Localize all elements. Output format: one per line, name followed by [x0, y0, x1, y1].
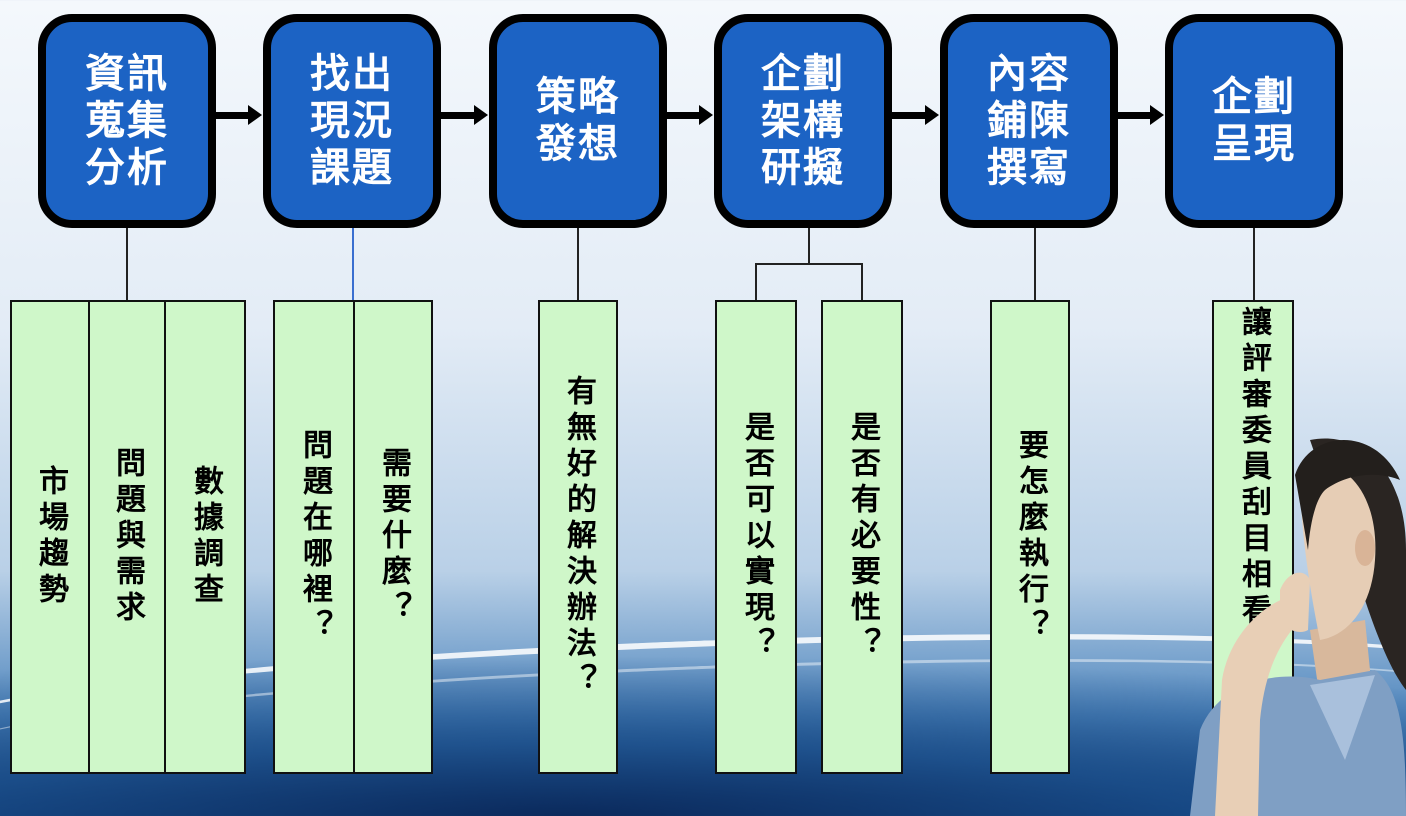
stage-label: 找出現況課題: [310, 50, 394, 191]
connector-line: [755, 263, 757, 300]
stage-content-writing: 內容鋪陳撰寫: [940, 14, 1118, 228]
note-text: 問題與需求: [110, 447, 145, 627]
note-what-needed: 需要什麼？: [353, 300, 433, 774]
note-text: 數據調查: [188, 465, 223, 609]
connector-line: [1034, 228, 1036, 300]
note-where-problem: 問題在哪裡？: [273, 300, 355, 774]
stage-info-collection: 資訊蒐集分析: [38, 14, 216, 228]
note-text: 有無好的解決辦法？: [561, 375, 596, 699]
connector-line: [1253, 228, 1255, 300]
connector-line: [861, 263, 863, 300]
connector-line: [577, 228, 579, 300]
note-good-solution: 有無好的解決辦法？: [538, 300, 618, 774]
stage-label: 內容鋪陳撰寫: [987, 50, 1071, 191]
flow-arrow: [892, 105, 939, 125]
stage-strategy-ideation: 策略發想: [489, 14, 667, 228]
stage-label: 企劃架構研擬: [761, 50, 845, 191]
note-text: 要怎麼執行？: [1013, 429, 1048, 645]
flow-arrow: [216, 105, 262, 125]
note-text: 讓評審委員刮目相看？: [1236, 306, 1271, 666]
note-problems-needs: 問題與需求: [88, 300, 166, 774]
note-feasibility: 是否可以實現？: [715, 300, 797, 774]
connector-line: [808, 228, 810, 264]
connector-line: [352, 228, 354, 300]
flow-arrow: [667, 105, 713, 125]
note-text: 是否有必要性？: [845, 411, 880, 663]
stage-label: 資訊蒐集分析: [85, 50, 169, 191]
note-market-trends: 市場趨勢: [10, 300, 90, 774]
flow-arrow: [441, 105, 488, 125]
note-text: 問題在哪裡？: [297, 429, 332, 645]
note-text: 市場趨勢: [33, 465, 68, 609]
woman-photo-illustration: [1190, 438, 1406, 816]
stage-label: 策略發想: [536, 74, 620, 167]
note-necessity: 是否有必要性？: [821, 300, 903, 774]
note-how-execute: 要怎麼執行？: [990, 300, 1070, 774]
stage-plan-presentation: 企劃呈現: [1165, 14, 1343, 228]
connector-line: [126, 228, 128, 300]
stage-find-issues: 找出現況課題: [263, 14, 441, 228]
note-text: 是否可以實現？: [739, 411, 774, 663]
stage-plan-framework: 企劃架構研擬: [714, 14, 892, 228]
note-data-survey: 數據調查: [164, 300, 246, 774]
note-text: 需要什麼？: [376, 447, 411, 627]
stage-label: 企劃呈現: [1212, 74, 1296, 167]
flow-arrow: [1118, 105, 1164, 125]
connector-line: [755, 263, 863, 265]
